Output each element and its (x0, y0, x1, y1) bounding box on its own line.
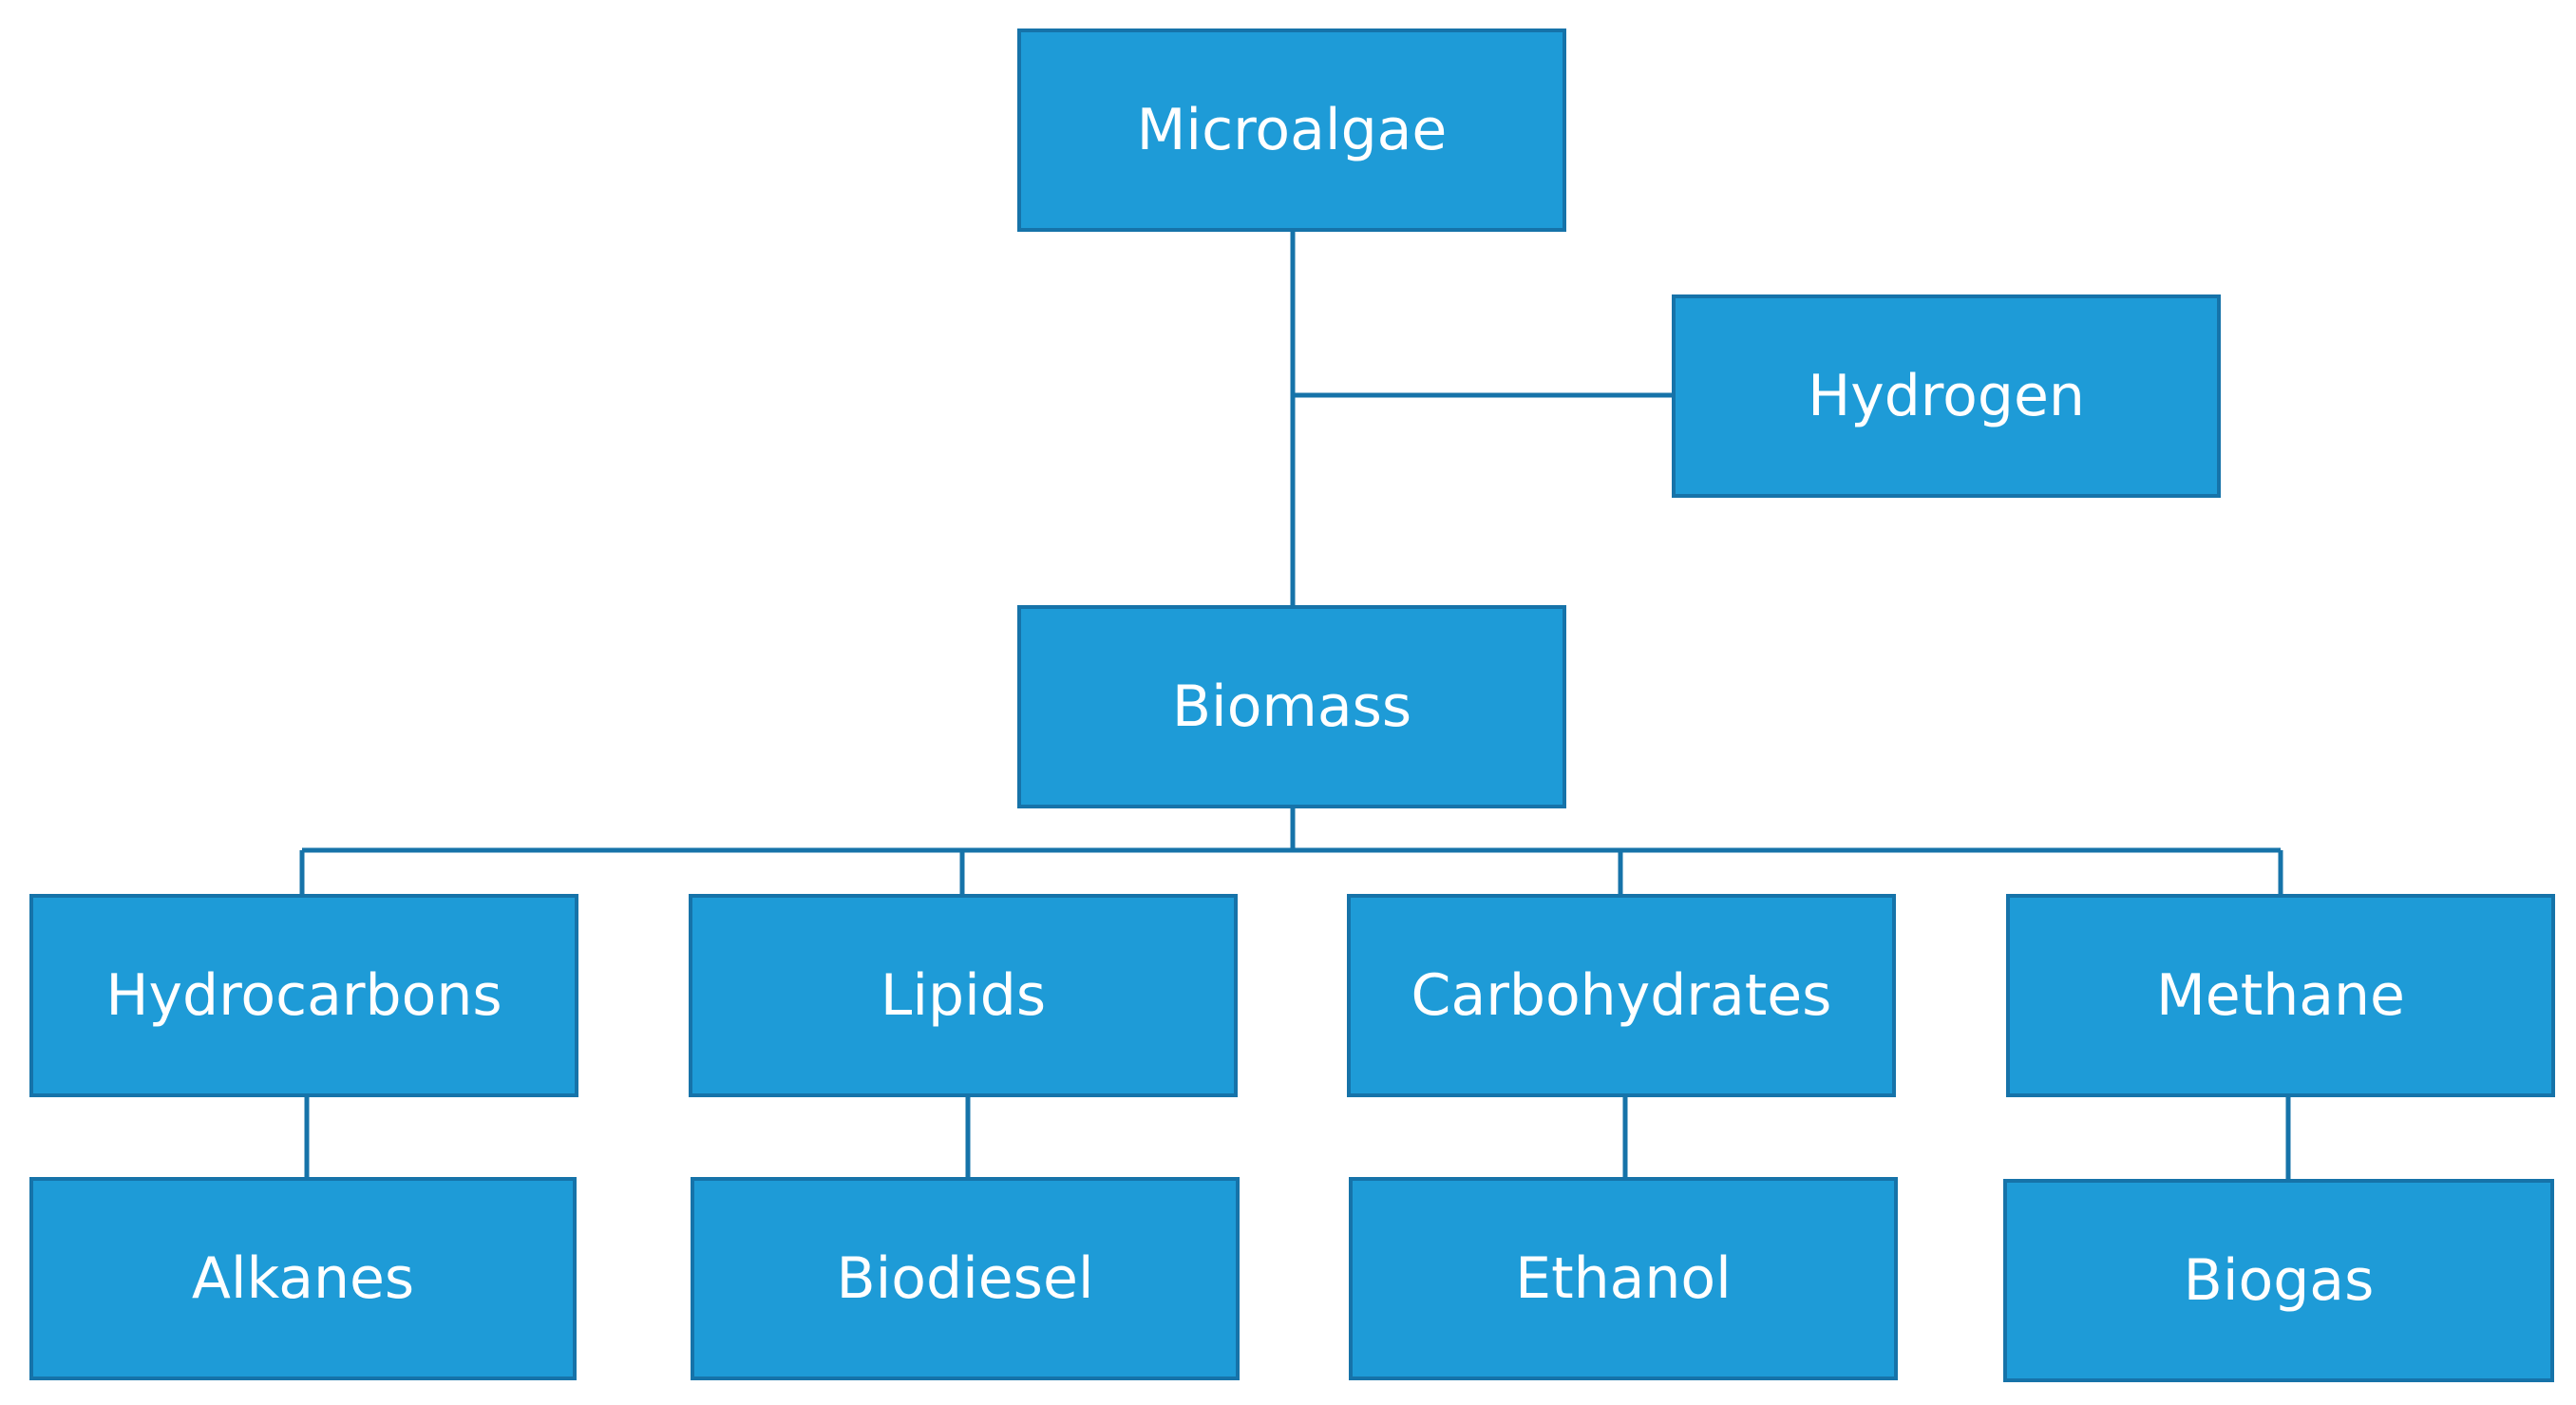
node-label: Carbohydrates (1411, 962, 1832, 1029)
node-methane: Methane (2006, 894, 2555, 1097)
node-hydrogen: Hydrogen (1672, 294, 2221, 498)
node-biogas: Biogas (2003, 1179, 2554, 1382)
node-label: Lipids (880, 962, 1047, 1029)
node-label: Methane (2156, 962, 2405, 1029)
node-label: Ethanol (1515, 1245, 1732, 1312)
node-hydrocarbons: Hydrocarbons (29, 894, 578, 1097)
node-ethanol: Ethanol (1349, 1177, 1898, 1380)
node-microalgae: Microalgae (1017, 28, 1566, 232)
node-label: Biomass (1171, 674, 1412, 740)
node-label: Hydrogen (1808, 363, 2085, 429)
node-label: Microalgae (1136, 97, 1448, 163)
node-carbohydrates: Carbohydrates (1347, 894, 1896, 1097)
node-label: Biodiesel (836, 1245, 1094, 1312)
node-biodiesel: Biodiesel (691, 1177, 1240, 1380)
node-biomass: Biomass (1017, 605, 1566, 808)
node-alkanes: Alkanes (29, 1177, 577, 1380)
node-label: Hydrocarbons (105, 962, 502, 1029)
node-label: Biogas (2183, 1247, 2375, 1314)
node-label: Alkanes (191, 1245, 415, 1312)
node-lipids: Lipids (689, 894, 1238, 1097)
